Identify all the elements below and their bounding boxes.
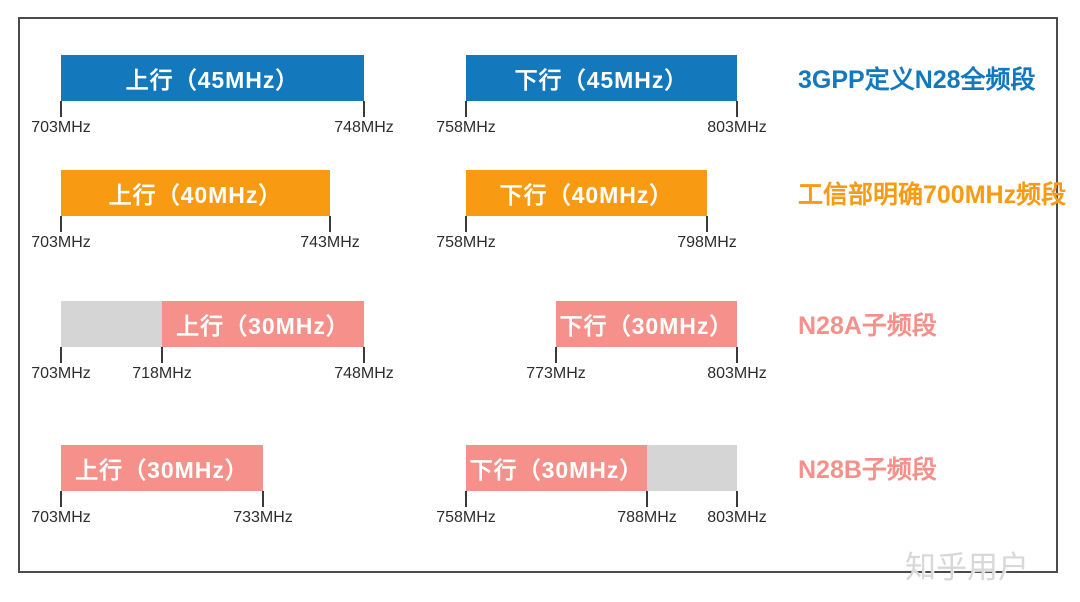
tick-label: 733MHz [233, 509, 293, 526]
uplink-band-bar: 上行（30MHz） [61, 445, 263, 491]
uplink-band-bar: 上行（45MHz） [61, 55, 364, 101]
bar-label: 下行（45MHz） [514, 67, 689, 93]
tick-mark [465, 216, 467, 232]
tick-mark [465, 491, 467, 507]
tick-mark [465, 101, 467, 117]
tick-label: 743MHz [300, 234, 360, 251]
tick-label: 758MHz [436, 509, 496, 526]
tick-mark [329, 216, 331, 232]
tick-mark [646, 491, 648, 507]
downlink-band-bar: 下行（45MHz） [466, 55, 737, 101]
downlink-band-bar: 下行（30MHz） [466, 445, 647, 491]
tick-label: 718MHz [132, 365, 192, 382]
bar-label: 上行（30MHz） [176, 313, 350, 339]
tick-label: 758MHz [436, 234, 496, 251]
uplink-band-bar: 上行（30MHz） [162, 301, 364, 347]
downlink-band-bar: 下行（40MHz） [466, 170, 707, 216]
row-caption: 工信部明确700MHz频段 [798, 181, 1067, 209]
tick-mark [363, 347, 365, 363]
tick-mark [736, 347, 738, 363]
row-caption: N28B子频段 [798, 456, 937, 484]
uplink-band-bar: 上行（40MHz） [61, 170, 330, 216]
tick-label: 803MHz [707, 365, 767, 382]
tick-mark [363, 101, 365, 117]
bar-label: 上行（40MHz） [108, 182, 283, 208]
unused-band-segment [647, 445, 737, 491]
tick-mark [60, 347, 62, 363]
watermark: 知乎用户 [905, 550, 1029, 585]
tick-label: 703MHz [31, 365, 91, 382]
bar-label: 上行（30MHz） [75, 457, 249, 483]
tick-mark [736, 491, 738, 507]
row-caption: 3GPP定义N28全频段 [798, 66, 1036, 94]
tick-mark [161, 347, 163, 363]
bar-label: 上行（45MHz） [125, 67, 300, 93]
tick-label: 703MHz [31, 119, 91, 136]
downlink-band-bar: 下行（30MHz） [556, 301, 737, 347]
tick-label: 803MHz [707, 509, 767, 526]
tick-label: 788MHz [617, 509, 677, 526]
tick-mark [262, 491, 264, 507]
tick-label: 798MHz [677, 234, 737, 251]
bar-label: 下行（40MHz） [499, 182, 674, 208]
tick-mark [555, 347, 557, 363]
tick-mark [60, 101, 62, 117]
tick-label: 758MHz [436, 119, 496, 136]
bar-label: 下行（30MHz） [469, 457, 644, 483]
row-caption: N28A子频段 [798, 312, 937, 340]
tick-label: 748MHz [334, 365, 394, 382]
unused-band-segment [61, 301, 162, 347]
tick-label: 748MHz [334, 119, 394, 136]
tick-label: 703MHz [31, 509, 91, 526]
tick-label: 773MHz [526, 365, 586, 382]
tick-mark [60, 491, 62, 507]
tick-mark [60, 216, 62, 232]
tick-label: 803MHz [707, 119, 767, 136]
tick-mark [736, 101, 738, 117]
tick-mark [706, 216, 708, 232]
bar-label: 下行（30MHz） [559, 313, 734, 339]
tick-label: 703MHz [31, 234, 91, 251]
